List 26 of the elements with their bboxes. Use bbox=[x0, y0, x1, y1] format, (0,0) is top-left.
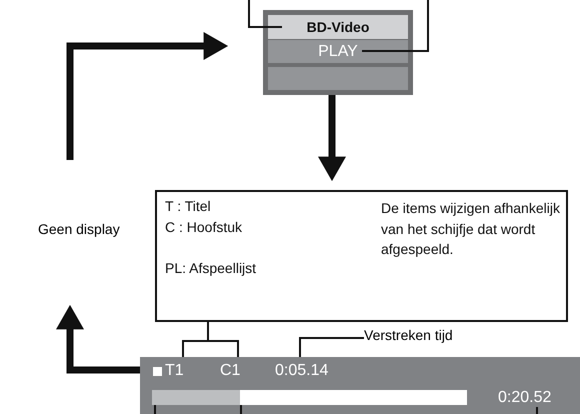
legend-text: T : Titel bbox=[165, 198, 211, 215]
total-time: 0:20.52 bbox=[498, 389, 578, 407]
explanation-box bbox=[155, 190, 568, 322]
note-text: De items wijzigen afhankelijk van het schijfje dat wordt afgespeeld. bbox=[381, 199, 561, 259]
caption-text: Geen display bbox=[38, 221, 122, 241]
leader-line bbox=[299, 337, 364, 357]
legend-text: C : Hoofstuk bbox=[165, 219, 242, 236]
label-text: Verstreken tijd bbox=[364, 327, 474, 347]
chapter-number: C1 bbox=[220, 362, 250, 380]
arrow bbox=[56, 304, 140, 374]
display-panel bbox=[140, 357, 580, 414]
leader-line bbox=[154, 405, 156, 414]
leader-line bbox=[248, 0, 282, 28]
elapsed-time: 0:05.14 bbox=[275, 362, 345, 380]
legend-text: PL: Afspeellijst bbox=[165, 260, 256, 277]
status-row: PLAY bbox=[268, 40, 408, 63]
progress-bar bbox=[152, 390, 467, 405]
arrow bbox=[66, 32, 228, 160]
arrow bbox=[318, 95, 346, 182]
display-panel bbox=[263, 10, 413, 95]
leader-line bbox=[362, 0, 429, 52]
leader-line bbox=[240, 405, 242, 414]
status-row: BD-Video bbox=[268, 15, 408, 39]
title-number: T1 bbox=[165, 362, 195, 380]
empty-row bbox=[268, 67, 408, 90]
leader-line bbox=[536, 407, 538, 414]
